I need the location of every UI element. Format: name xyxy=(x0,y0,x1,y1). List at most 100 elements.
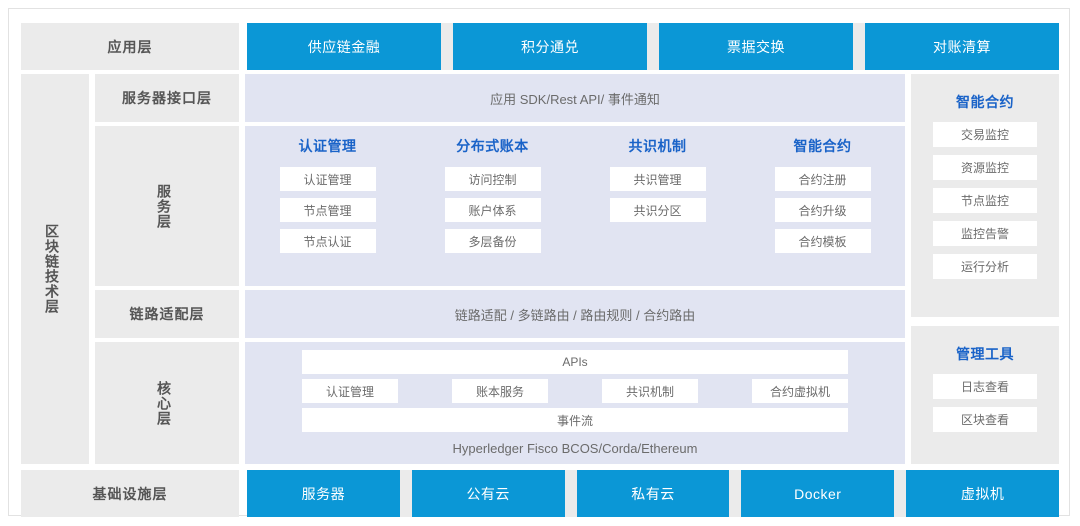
core-layer-label-box: 核心层 xyxy=(95,342,239,464)
core-service-tile[interactable]: 共识机制 xyxy=(602,379,698,403)
service-tile-label: 共识管理 xyxy=(633,172,682,187)
sidebar-item-runtime-analysis[interactable]: 运行分析 xyxy=(933,254,1037,279)
infrastructure-layer-label-box: 基础设施层 xyxy=(21,470,239,517)
service-tile-label: 节点管理 xyxy=(303,203,352,218)
application-layer-row: 应用层 供应链金融 积分通兑 票据交换 对账清算 xyxy=(21,23,1059,70)
sidebar-item-resource-monitoring[interactable]: 资源监控 xyxy=(933,155,1037,180)
service-layer-content-box: 认证管理 认证管理 节点管理 节点认证 分布式账本 访问控制 账户体系 多层备份… xyxy=(245,126,905,286)
service-layer-row: 服务层 认证管理 认证管理 节点管理 节点认证 分布式账本 访问控制 账户体系 … xyxy=(95,126,905,286)
infra-item-label: 私有云 xyxy=(631,485,675,502)
sidebar-item-node-monitoring[interactable]: 节点监控 xyxy=(933,188,1037,213)
core-service-tile[interactable]: 账本服务 xyxy=(452,379,548,403)
core-apis-label: APIs xyxy=(562,355,588,369)
infra-item-public-cloud[interactable]: 公有云 xyxy=(411,470,565,517)
core-service-tile[interactable]: 合约虚拟机 xyxy=(752,379,848,403)
service-tile-label: 访问控制 xyxy=(468,172,517,187)
app-item-supply-chain-finance[interactable]: 供应链金融 xyxy=(247,23,441,70)
service-tile[interactable]: 合约注册 xyxy=(774,167,871,191)
service-tile[interactable]: 节点管理 xyxy=(279,198,376,222)
service-group-consensus-mechanism: 共识机制 共识管理 共识分区 xyxy=(575,136,740,286)
core-services-row: 认证管理 账本服务 共识机制 合约虚拟机 xyxy=(302,379,848,403)
infra-item-virtual-machine[interactable]: 虚拟机 xyxy=(906,470,1059,517)
infra-item-label: 公有云 xyxy=(466,485,510,502)
service-group-distributed-ledger: 分布式账本 访问控制 账户体系 多层备份 xyxy=(410,136,575,286)
app-item-points-exchange[interactable]: 积分通兑 xyxy=(453,23,647,70)
core-service-label: 共识机制 xyxy=(625,384,674,399)
service-tile[interactable]: 认证管理 xyxy=(279,167,376,191)
link-adaptation-layer-row: 链路适配层 链路适配 / 多链路由 / 路由规则 / 合约路由 xyxy=(95,290,905,338)
service-layer-groups: 认证管理 认证管理 节点管理 节点认证 分布式账本 访问控制 账户体系 多层备份… xyxy=(245,126,905,286)
service-tile[interactable]: 多层备份 xyxy=(444,229,541,253)
app-item-label: 积分通兑 xyxy=(521,38,579,55)
core-service-label: 账本服务 xyxy=(475,384,524,399)
sidebar-item-label: 资源监控 xyxy=(960,161,1009,175)
infra-item-label: 虚拟机 xyxy=(960,485,1005,502)
interface-layer-row: 服务器接口层 应用 SDK/Rest API/ 事件通知 xyxy=(95,74,905,122)
service-tile-label: 合约模板 xyxy=(798,234,847,249)
service-tile-label: 节点认证 xyxy=(303,234,352,249)
infrastructure-layer-label: 基础设施层 xyxy=(92,485,168,502)
core-event-stream-bar[interactable]: 事件流 xyxy=(302,408,848,432)
core-stack-label: Hyperledger Fisco BCOS/Corda/Ethereum xyxy=(452,440,698,456)
infra-item-private-cloud[interactable]: 私有云 xyxy=(576,470,730,517)
service-tile[interactable]: 共识分区 xyxy=(609,198,706,222)
sidebar-item-label: 日志查看 xyxy=(960,380,1009,394)
link-adaptation-layer-label: 链路适配层 xyxy=(129,306,205,322)
service-tile[interactable]: 共识管理 xyxy=(609,167,706,191)
service-group-smart-contract: 智能合约 合约注册 合约升级 合约模板 xyxy=(740,136,905,286)
core-stack-row: Hyperledger Fisco BCOS/Corda/Ethereum xyxy=(453,437,698,459)
service-group-title: 认证管理 xyxy=(298,138,357,154)
sidebar-item-log-viewer[interactable]: 日志查看 xyxy=(933,374,1037,399)
infrastructure-layer-row: 基础设施层 服务器 公有云 私有云 Docker 虚拟机 xyxy=(21,470,1059,517)
link-adaptation-layer-content: 链路适配 / 多链路由 / 路由规则 / 合约路由 xyxy=(454,307,696,323)
interface-layer-label: 服务器接口层 xyxy=(122,90,212,106)
diagram-frame: 应用层 供应链金融 积分通兑 票据交换 对账清算 区块链技术层 服务器接口层 xyxy=(8,8,1070,517)
sidebar-item-transaction-monitoring[interactable]: 交易监控 xyxy=(933,122,1037,147)
sidebar-panel-management-tools: 管理工具 日志查看 区块查看 xyxy=(911,326,1059,464)
infra-item-docker[interactable]: Docker xyxy=(741,470,895,517)
sidebar-panel-smart-contract: 智能合约 交易监控 资源监控 节点监控 监控告警 运行分析 xyxy=(911,74,1059,317)
core-apis-bar[interactable]: APIs xyxy=(302,350,848,374)
service-tile-label: 认证管理 xyxy=(303,172,352,187)
service-tile-label: 多层备份 xyxy=(468,234,517,249)
app-item-bill-exchange[interactable]: 票据交换 xyxy=(659,23,853,70)
sidebar-item-block-viewer[interactable]: 区块查看 xyxy=(933,407,1037,432)
core-service-label: 认证管理 xyxy=(325,384,374,399)
right-sidebar: 智能合约 交易监控 资源监控 节点监控 监控告警 运行分析 管理工具 日志查看 … xyxy=(911,74,1059,464)
service-tile[interactable]: 账户体系 xyxy=(444,198,541,222)
infra-item-server[interactable]: 服务器 xyxy=(247,470,400,517)
app-item-label: 供应链金融 xyxy=(307,38,381,55)
sidebar-item-label: 监控告警 xyxy=(960,227,1009,241)
interface-layer-content: 应用 SDK/Rest API/ 事件通知 xyxy=(490,91,660,107)
core-layer-content-box: APIs 认证管理 账本服务 共识机制 合约虚拟机 事件流 Hyperledge… xyxy=(245,342,905,464)
core-service-label: 合约虚拟机 xyxy=(769,384,830,399)
middle-stack: 服务器接口层 应用 SDK/Rest API/ 事件通知 服务层 认证管理 认证… xyxy=(95,74,905,464)
service-group-title: 共识机制 xyxy=(628,138,687,154)
interface-layer-content-box: 应用 SDK/Rest API/ 事件通知 xyxy=(245,74,905,122)
service-tile[interactable]: 访问控制 xyxy=(444,167,541,191)
sidebar-item-label: 区块查看 xyxy=(960,413,1009,427)
service-tile-label: 共识分区 xyxy=(633,203,682,218)
interface-layer-label-box: 服务器接口层 xyxy=(95,74,239,122)
infra-item-label: 服务器 xyxy=(301,485,346,502)
service-tile-label: 合约注册 xyxy=(798,172,847,187)
service-tile[interactable]: 合约升级 xyxy=(774,198,871,222)
core-layer-label: 核心层 xyxy=(156,380,172,426)
application-layer-items: 供应链金融 积分通兑 票据交换 对账清算 xyxy=(247,23,1059,70)
service-tile-label: 合约升级 xyxy=(798,203,847,218)
service-group-title: 分布式账本 xyxy=(456,138,529,154)
sidebar-item-label: 运行分析 xyxy=(960,260,1009,274)
link-adaptation-layer-label-box: 链路适配层 xyxy=(95,290,239,338)
sidebar-item-label: 节点监控 xyxy=(960,194,1009,208)
service-tile[interactable]: 节点认证 xyxy=(279,229,376,253)
service-tile[interactable]: 合约模板 xyxy=(774,229,871,253)
blockchain-tech-layer-spine: 区块链技术层 xyxy=(21,74,89,464)
sidebar-item-label: 交易监控 xyxy=(960,128,1009,142)
app-item-reconciliation-settlement[interactable]: 对账清算 xyxy=(865,23,1059,70)
sidebar-item-monitoring-alarm[interactable]: 监控告警 xyxy=(933,221,1037,246)
core-service-tile[interactable]: 认证管理 xyxy=(302,379,398,403)
core-layer-row: 核心层 APIs 认证管理 账本服务 共识机制 合约虚拟机 事件流 xyxy=(95,342,905,464)
app-item-label: 票据交换 xyxy=(727,38,785,55)
service-group-title: 智能合约 xyxy=(793,138,852,154)
app-item-label: 对账清算 xyxy=(933,38,991,55)
